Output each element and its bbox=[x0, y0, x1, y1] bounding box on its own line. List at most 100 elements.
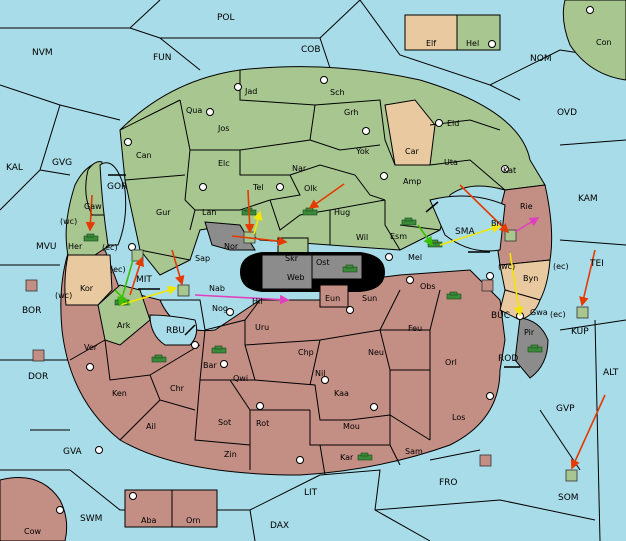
label-rot: Rot bbox=[256, 419, 269, 428]
label-nil: Nil bbox=[315, 369, 325, 378]
label-mou: Mou bbox=[343, 422, 360, 431]
label-sam: Sam bbox=[405, 447, 423, 456]
sea-label-rod: ROD bbox=[498, 354, 518, 364]
label-bri: Bri bbox=[491, 219, 502, 228]
province-rie[interactable] bbox=[494, 184, 553, 266]
label-yok: Yok bbox=[355, 147, 370, 156]
sea-label-swm: SWM bbox=[80, 514, 102, 524]
label-nor: Nor bbox=[224, 242, 239, 251]
province-nor[interactable] bbox=[204, 221, 256, 251]
label-eun: Eun bbox=[325, 294, 340, 303]
army-icon bbox=[211, 345, 227, 354]
army-icon bbox=[342, 264, 358, 273]
sea-label-mvu: MVU bbox=[36, 242, 57, 252]
label-mel: Mel bbox=[408, 253, 422, 262]
coast-labels: (wc) (ec) (ec) (wc) (wc) (ec) (ec) bbox=[55, 217, 569, 319]
sea-label-buc: BUC bbox=[491, 311, 510, 321]
sea-label-tei: TEI bbox=[589, 259, 604, 269]
label-aba: Aba bbox=[141, 516, 157, 525]
label-byn: Byn bbox=[523, 274, 538, 283]
province-web[interactable] bbox=[261, 254, 313, 290]
label-gaw: Gaw bbox=[84, 202, 102, 211]
sea-label-nvm: NVM bbox=[32, 48, 53, 58]
coast-wc-her: (wc) bbox=[60, 217, 77, 226]
label-ver: Ver bbox=[84, 343, 98, 352]
label-can: Can bbox=[136, 151, 152, 160]
sea-label-cob: COB bbox=[301, 45, 321, 55]
label-nab: Nab bbox=[209, 284, 225, 293]
province-elf[interactable] bbox=[404, 14, 458, 51]
sea-label-mit: MIT bbox=[136, 275, 152, 285]
label-orl: Orl bbox=[445, 358, 457, 367]
label-sot: Sot bbox=[218, 418, 231, 427]
province-orn[interactable] bbox=[171, 489, 218, 528]
label-olk: Olk bbox=[304, 184, 318, 193]
fleet-icon bbox=[576, 306, 589, 319]
province-kor[interactable] bbox=[64, 254, 113, 306]
label-skr: Skr bbox=[285, 254, 299, 263]
label-con: Con bbox=[596, 38, 612, 47]
coast-ec-her: (ec) bbox=[102, 243, 118, 252]
label-grh: Grh bbox=[344, 108, 358, 117]
sea-rbu[interactable] bbox=[149, 314, 198, 346]
label-uta: Uta bbox=[444, 158, 458, 167]
fleet-icon bbox=[565, 469, 578, 482]
sea-label-dax: DAX bbox=[270, 521, 289, 531]
sea-label-som: SOM bbox=[558, 493, 579, 503]
sea-label-nom: NOM bbox=[530, 54, 552, 64]
order-arrows bbox=[85, 183, 606, 470]
label-nog: Nog bbox=[212, 304, 228, 313]
sea-label-gvp: GVP bbox=[556, 404, 575, 414]
province-eun[interactable] bbox=[319, 284, 349, 308]
label-esm: Esm bbox=[390, 232, 407, 241]
passage-arrows bbox=[108, 174, 520, 368]
label-ost: Ost bbox=[316, 258, 330, 267]
army-icon bbox=[83, 233, 99, 242]
label-qwi: Qwi bbox=[233, 374, 248, 383]
label-tel: Tel bbox=[252, 183, 264, 192]
label-los: Los bbox=[452, 413, 465, 422]
land-name-labels: Elf Hel Con Jad Sch Qua Grh Jos Eld Can … bbox=[24, 38, 612, 536]
label-cow: Cow bbox=[24, 527, 41, 536]
supply-centers bbox=[56, 6, 594, 514]
label-car: Car bbox=[405, 147, 419, 156]
label-web: Web bbox=[287, 273, 304, 282]
coast-ec-gwa: (ec) bbox=[550, 310, 566, 319]
sea-label-ovd: OVD bbox=[557, 108, 577, 118]
army-icon bbox=[527, 344, 543, 353]
army-icon bbox=[401, 217, 417, 226]
army-icon bbox=[446, 291, 462, 300]
label-gur: Gur bbox=[156, 208, 171, 217]
sea-label-alt: ALT bbox=[603, 368, 619, 378]
sea-label-fun: FUN bbox=[153, 53, 172, 63]
fleet-icon bbox=[25, 279, 38, 292]
sea-label-kam: KAM bbox=[578, 194, 598, 204]
sea-label-kup: KUP bbox=[571, 327, 589, 337]
label-hel: Hel bbox=[466, 39, 479, 48]
province-car[interactable] bbox=[384, 99, 436, 166]
sea-name-labels: POL NVM FUN COB NOM OVD KAL GVG GOR MVU … bbox=[6, 13, 619, 531]
fleet-icon bbox=[177, 284, 190, 297]
sea-label-kal: KAL bbox=[6, 163, 23, 173]
label-gwa: Gwa bbox=[530, 308, 548, 317]
province-borders bbox=[69, 70, 506, 476]
sea-label-gva: GVA bbox=[63, 447, 83, 457]
label-jad: Jad bbox=[244, 87, 257, 96]
coast-ec-kor: (ec) bbox=[110, 265, 126, 274]
label-obs: Obs bbox=[420, 282, 436, 291]
label-wil: Wil bbox=[356, 233, 368, 242]
province-cow[interactable] bbox=[0, 477, 68, 541]
sea-gor[interactable] bbox=[99, 162, 127, 246]
army-icon bbox=[357, 452, 373, 461]
label-uru: Uru bbox=[255, 323, 269, 332]
province-con[interactable] bbox=[562, 0, 626, 81]
label-kat: Kat bbox=[503, 166, 516, 175]
coast-ec-byn: (ec) bbox=[553, 262, 569, 271]
label-feu: Feu bbox=[408, 324, 422, 333]
army-icon bbox=[151, 354, 167, 363]
label-chp: Chp bbox=[298, 348, 314, 357]
label-chr: Chr bbox=[170, 384, 185, 393]
